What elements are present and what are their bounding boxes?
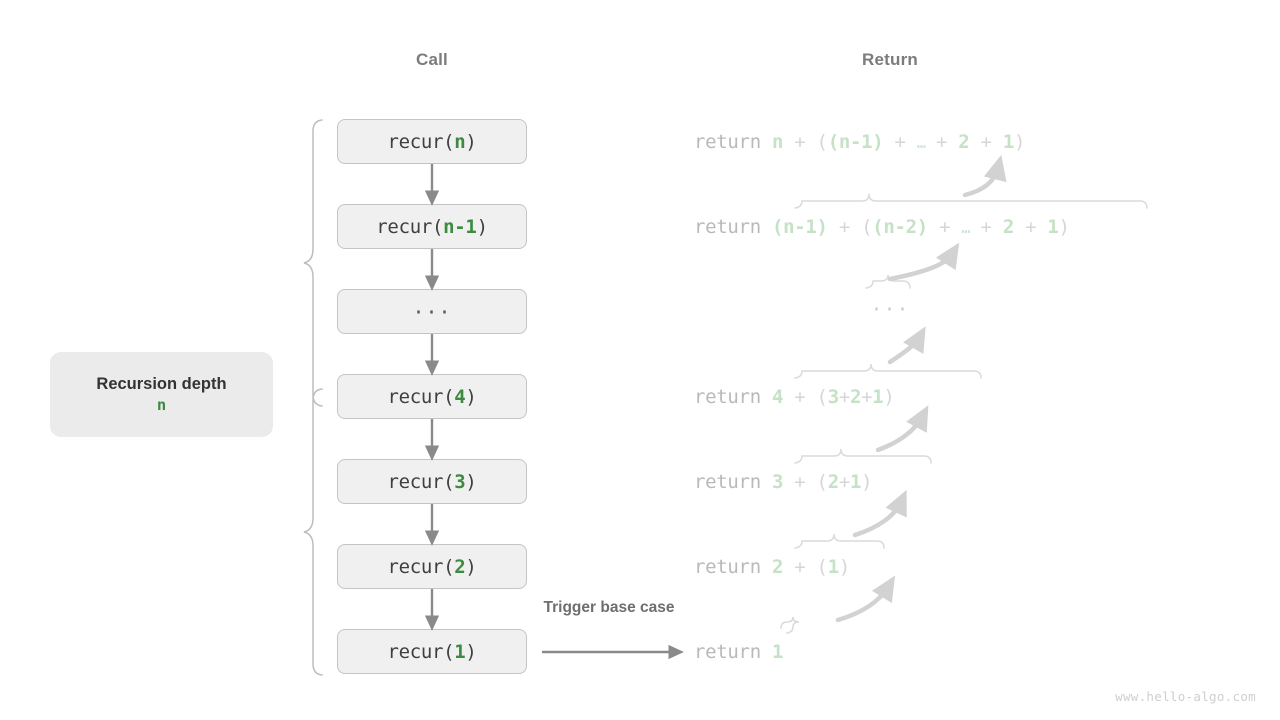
- recursion-depth-panel: Recursion depth n: [50, 352, 273, 437]
- return-keyword: return: [694, 385, 772, 408]
- return-keyword: return: [694, 215, 772, 238]
- return-expression: 2 + (1): [771, 555, 850, 578]
- call-box-ellipsis: ···: [337, 289, 527, 334]
- call-box-recur-n: recur(n): [337, 119, 527, 164]
- return-row-3: return 3 + (2+1): [694, 459, 873, 504]
- column-header-call: Call: [416, 50, 448, 69]
- call-box-label: recur(n): [387, 130, 477, 153]
- return-keyword: return: [694, 640, 772, 663]
- return-expression: 4 + (3+2+1): [771, 385, 895, 408]
- return-keyword: return: [694, 470, 772, 493]
- return-expression: 3 + (2+1): [771, 470, 873, 493]
- recursion-depth-title: Recursion depth: [96, 375, 227, 394]
- return-row-1: return 1: [694, 629, 783, 674]
- return-row-n-1: return (n-1) + ((n-2) + … + 2 + 1): [694, 204, 1070, 249]
- recursion-depth-value: n: [156, 395, 167, 414]
- call-box-label: recur(4): [387, 385, 477, 408]
- call-box-label: recur(1): [387, 640, 477, 663]
- call-box-recur-4: recur(4): [337, 374, 527, 419]
- column-header-return: Return: [862, 50, 918, 69]
- return-row-4: return 4 + (3+2+1): [694, 374, 895, 419]
- call-box-recur-n-1: recur(n-1): [337, 204, 527, 249]
- return-expression: n + ((n-1) + … + 2 + 1): [771, 130, 1026, 153]
- watermark: www.hello-algo.com: [1115, 689, 1256, 704]
- call-box-recur-3: recur(3): [337, 459, 527, 504]
- return-expression: (n-1) + ((n-2) + … + 2 + 1): [771, 215, 1070, 238]
- return-expression: 1: [771, 640, 784, 663]
- return-row-n: return n + ((n-1) + … + 2 + 1): [694, 119, 1025, 164]
- return-row-ellipsis: ···: [870, 297, 910, 321]
- call-box-label: recur(n-1): [376, 215, 488, 238]
- return-row-2: return 2 + (1): [694, 544, 850, 589]
- call-box-recur-1: recur(1): [337, 629, 527, 674]
- return-keyword: return: [694, 555, 772, 578]
- call-box-label: recur(2): [387, 555, 477, 578]
- call-box-label: recur(3): [387, 470, 477, 493]
- trigger-base-case-label: Trigger base case: [543, 599, 675, 616]
- call-box-recur-2: recur(2): [337, 544, 527, 589]
- recursion-depth-brace: [303, 119, 323, 676]
- call-box-label: ···: [412, 299, 452, 324]
- return-keyword: return: [694, 130, 772, 153]
